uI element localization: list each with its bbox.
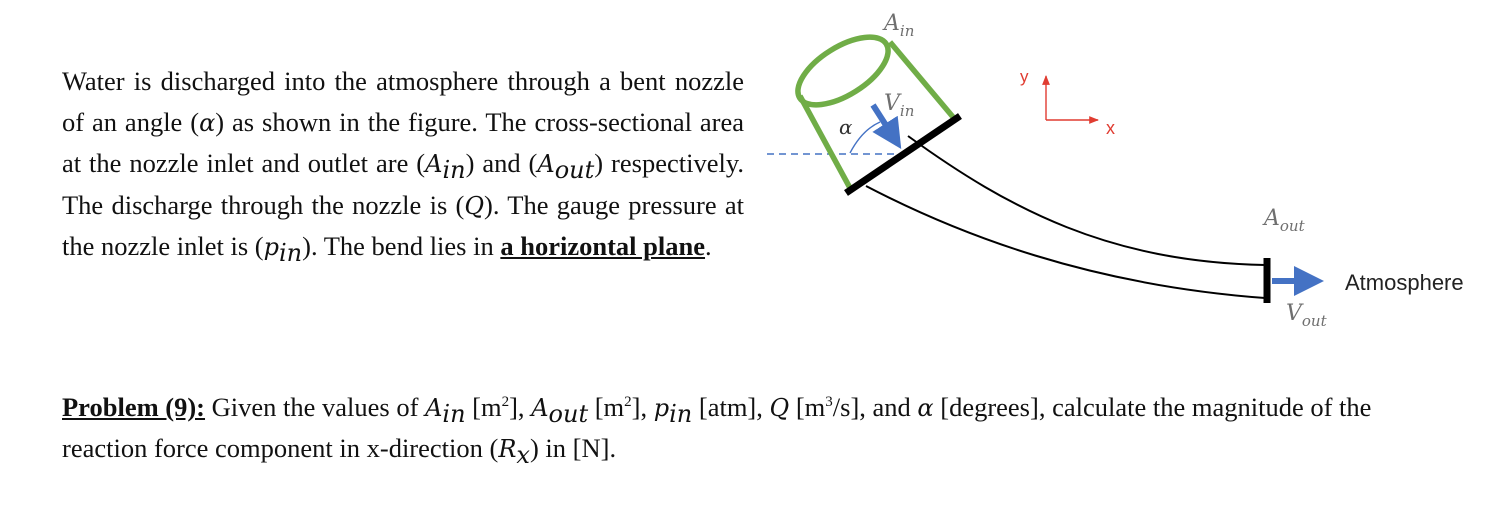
inlet-cylinder-side-bottom: [797, 94, 853, 190]
problem-label: Problem (9):: [62, 392, 206, 422]
desc-text-2: ) as shown in the figure. The cross-sect…: [62, 106, 744, 179]
prob-text-3: ],: [631, 392, 654, 422]
desc-text-3: ) and (: [465, 148, 538, 178]
y-axis-label: y: [1020, 67, 1029, 86]
x-axis-label: x: [1106, 118, 1115, 138]
prob-out-subscript: out: [548, 400, 589, 429]
inlet-section-line: [844, 113, 962, 196]
desc-p-symbol: p: [263, 233, 279, 261]
inlet-velocity-arrow: [870, 103, 902, 150]
prob-sq-exponent-2: 2: [624, 394, 632, 411]
alpha-label: α: [839, 115, 853, 139]
a-in-label: Ain: [882, 11, 914, 40]
desc-a-symbol-2: A: [537, 150, 555, 178]
desc-in-subscript: in: [442, 156, 466, 185]
desc-out-subscript: out: [554, 156, 595, 185]
prob-r-symbol: R: [498, 435, 517, 463]
nozzle-lower-wall: [865, 185, 1266, 299]
v-in-label: Vin: [884, 91, 914, 120]
prob-q-symbol: Q: [769, 394, 790, 422]
prob-p-symbol: p: [653, 394, 670, 422]
desc-text-5: ). The gauge pressure at the nozzle inle…: [62, 189, 745, 262]
desc-alpha-symbol: α: [199, 108, 216, 137]
desc-text-1: Water is discharged into the atmosphere …: [62, 66, 744, 137]
alpha-angle-arc: [849, 121, 881, 154]
inlet-cylinder-opening: [795, 34, 891, 108]
desc-q-symbol: Q: [464, 191, 485, 220]
prob-text-6: ) in [N].: [529, 433, 617, 463]
prob-alpha-symbol: α: [917, 394, 934, 422]
problem-description: Water is discharged into the atmosphere …: [62, 61, 744, 268]
prob-text-4: /s], and: [832, 392, 918, 422]
v-out-label: Vout: [1286, 301, 1328, 330]
inlet-cylinder-side-top: [887, 40, 956, 119]
prob-x-subscript: x: [516, 441, 530, 470]
prob-m-unit-3: [m: [789, 392, 826, 422]
desc-in-subscript-2: in: [279, 239, 303, 268]
problem-statement: Problem (9): Given the values of Ain [m2…: [62, 387, 1462, 469]
prob-m-unit-2: [m: [588, 392, 625, 422]
a-out-label: Aout: [1262, 206, 1306, 235]
desc-text-6: ). The bend lies in: [302, 231, 501, 261]
prob-cube-exponent: 3: [825, 394, 833, 411]
prob-m-unit: [m: [465, 392, 502, 422]
prob-sq-exponent: 2: [501, 394, 510, 411]
nozzle-upper-wall: [907, 135, 1266, 266]
desc-text-7: .: [705, 231, 712, 261]
prob-text-5: [degrees], calculate the magnitude of th…: [62, 392, 1372, 463]
prob-a-symbol-2: A: [531, 394, 549, 422]
desc-a-symbol: A: [425, 150, 443, 178]
prob-in-subscript-2: in: [669, 400, 693, 429]
prob-a-symbol: A: [425, 394, 443, 422]
prob-atm-unit: [atm],: [692, 392, 770, 422]
prob-in-subscript: in: [442, 400, 466, 429]
horizontal-plane-emphasis: a horizontal plane: [500, 231, 706, 261]
desc-text-4: ) respectively. The discharge through th…: [62, 148, 744, 220]
prob-text-1: Given the values of: [205, 392, 426, 422]
prob-text-2: ],: [509, 392, 532, 422]
atmosphere-label: Atmosphere: [1345, 270, 1464, 295]
